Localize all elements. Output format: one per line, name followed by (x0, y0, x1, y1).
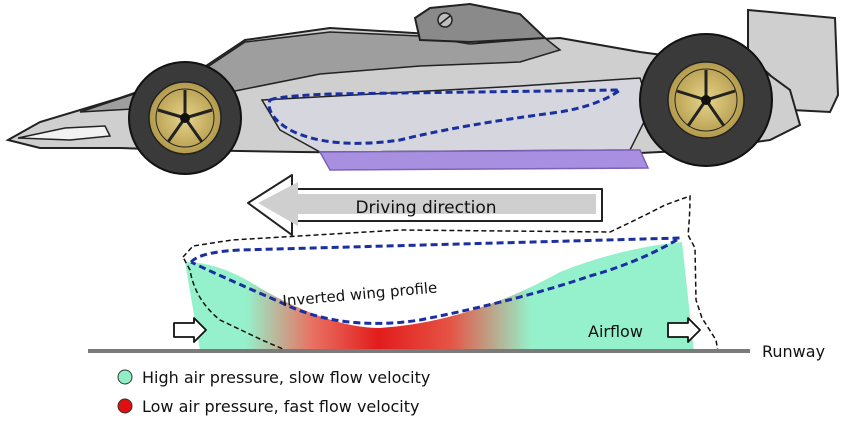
car-wing-profile-line (267, 88, 625, 145)
airflow-out-arrow-icon (667, 317, 701, 343)
legend-high-pressure-text: High air pressure, slow flow velocity (142, 368, 430, 387)
wing-profile-label: Inverted wing profile (282, 279, 438, 310)
driving-direction-arrow: Driving direction (247, 174, 603, 236)
pressure-gradient (185, 242, 694, 352)
sidepod-skirt (318, 149, 650, 171)
rear-wheel (639, 33, 773, 167)
airflow-label: Airflow (588, 322, 643, 341)
legend-low-pressure-text: Low air pressure, fast flow velocity (142, 397, 420, 416)
sidepod (260, 77, 651, 153)
legend-low-pressure-swatch (117, 398, 133, 414)
airflow-section: Inverted wing profile Airflow Runway (88, 194, 825, 361)
runway-label: Runway (762, 342, 825, 361)
nose-intake (17, 125, 112, 141)
wing-profile-line (189, 236, 686, 325)
airflow-in-arrow-icon (173, 317, 207, 343)
legend: High air pressure, slow flow velocity Lo… (117, 368, 430, 416)
race-car (5, 2, 840, 175)
front-wheel (128, 61, 242, 175)
legend-high-pressure-swatch (117, 369, 133, 385)
cockpit (413, 2, 548, 44)
sidepod-outline (182, 194, 719, 353)
driving-direction-label: Driving direction (355, 198, 496, 218)
